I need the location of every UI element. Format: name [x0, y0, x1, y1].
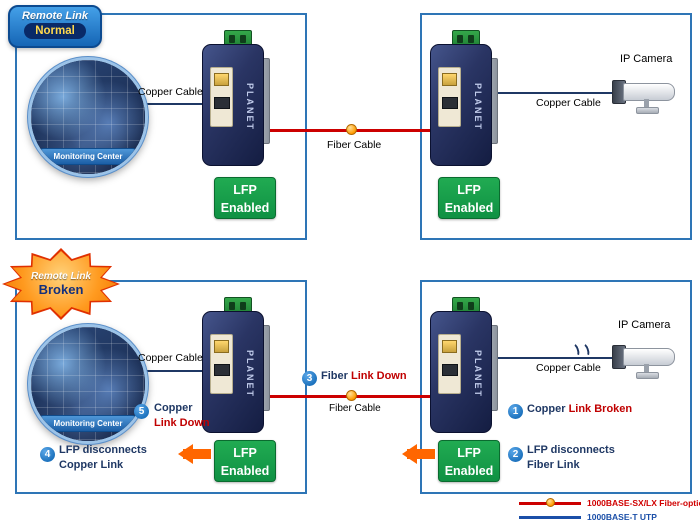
badge-normal-title: Remote Link — [21, 10, 88, 22]
media-converter: PLANET — [430, 297, 500, 433]
step-1-alert: Link Broken — [568, 403, 633, 415]
badge-broken-title: Remote Link — [30, 271, 91, 282]
monitoring-center: Monitoring Center — [28, 57, 148, 177]
copper-cable-label: Copper Cable — [536, 362, 601, 374]
legend-fiber-label: 1000BASE-SX/LX Fiber-optic — [587, 498, 700, 508]
remote-link-broken-badge: Remote Link Broken — [2, 248, 120, 320]
lfp-action-arrow-icon — [178, 444, 211, 464]
step-1-plain: Copper — [527, 403, 566, 415]
starburst-text: Remote Link Broken — [2, 248, 120, 320]
rj45-port — [214, 340, 229, 353]
copper-cable-line-broken — [490, 357, 616, 359]
step-5-text: Copper Link Down — [154, 401, 210, 431]
camera-base — [636, 372, 659, 379]
device-body: PLANET — [202, 44, 264, 166]
step-4-line2: Copper Link — [59, 458, 124, 471]
copper-cable-line — [141, 370, 202, 372]
sfp-slot — [441, 364, 458, 376]
step-3-plain: Fiber — [321, 370, 348, 382]
sfp-slot — [441, 97, 458, 109]
fiber-cable-label: Fiber Cable — [327, 139, 382, 151]
planet-logo: PLANET — [245, 83, 255, 131]
lfp-label-line2: Enabled — [444, 464, 494, 479]
step-4-text: LFP disconnects Copper Link — [59, 443, 147, 473]
copper-cable-label: Copper Cable — [536, 97, 601, 109]
badge-broken-status: Broken — [38, 282, 84, 297]
camera-mount — [644, 99, 649, 108]
lfp-label-line2: Enabled — [444, 201, 494, 216]
device-body: PLANET — [430, 44, 492, 166]
ip-camera-label: IP Camera — [620, 53, 673, 65]
planet-logo: PLANET — [473, 83, 483, 131]
step-3-alert: Link Down — [350, 370, 407, 382]
lfp-label-line2: Enabled — [220, 201, 270, 216]
step-2-text: LFP disconnects Fiber Link — [527, 443, 615, 473]
media-converter: PLANET — [430, 30, 500, 166]
copper-cable-label: Copper Cable — [138, 352, 203, 364]
fiber-connector-dot — [346, 124, 357, 135]
port-panel — [438, 334, 461, 394]
sfp-slot — [213, 97, 230, 109]
ip-camera — [610, 339, 688, 381]
step-1-text: Copper Link Broken — [527, 402, 632, 417]
step-5-alert: Link Down — [154, 416, 210, 429]
planet-logo: PLANET — [245, 350, 255, 398]
copper-cable-label: Copper Cable — [138, 86, 203, 98]
remote-link-normal-badge: Remote Link Normal — [8, 5, 102, 48]
camera-body — [623, 348, 675, 366]
lfp-enabled-badge: LFP Enabled — [214, 440, 276, 482]
step-5-number: 5 — [134, 404, 149, 419]
legend-utp-line — [519, 516, 581, 519]
sfp-slot — [213, 364, 230, 376]
monitoring-center-label: Monitoring Center — [36, 415, 140, 432]
lfp-label-line1: LFP — [233, 183, 257, 197]
ip-camera-label: IP Camera — [618, 319, 671, 331]
step-2-line2: Fiber Link — [527, 458, 580, 471]
copper-cable-line — [141, 103, 202, 105]
camera-base — [636, 107, 659, 114]
lfp-label-line1: LFP — [457, 446, 481, 460]
fiber-cable-line — [258, 395, 432, 398]
rj45-port — [214, 73, 229, 86]
device-body: PLANET — [430, 311, 492, 433]
fiber-connector-dot — [346, 390, 357, 401]
device-body: PLANET — [202, 311, 264, 433]
camera-mount — [644, 364, 649, 373]
rj45-port — [442, 73, 457, 86]
port-panel — [210, 67, 233, 127]
lfp-label-line2: Enabled — [220, 464, 270, 479]
media-converter: PLANET — [202, 30, 272, 166]
port-panel — [210, 334, 233, 394]
badge-normal-status: Normal — [24, 23, 86, 39]
rj45-port — [442, 340, 457, 353]
monitoring-center-label: Monitoring Center — [36, 148, 140, 165]
legend-fiber-dot — [546, 498, 555, 507]
ip-camera — [610, 74, 688, 116]
monitoring-center: Monitoring Center — [28, 324, 148, 444]
lfp-action-arrow-icon — [402, 444, 435, 464]
lfp-label-line1: LFP — [233, 446, 257, 460]
step-3-text: Fiber Link Down — [321, 369, 407, 384]
legend-utp-label: 1000BASE-T UTP — [587, 512, 657, 522]
port-panel — [438, 67, 461, 127]
planet-logo: PLANET — [473, 350, 483, 398]
step-4-number: 4 — [40, 447, 55, 462]
fiber-cable-line — [258, 129, 432, 132]
step-1-number: 1 — [508, 404, 523, 419]
step-3-number: 3 — [302, 371, 317, 386]
lfp-enabled-badge: LFP Enabled — [438, 440, 500, 482]
lfp-label-line1: LFP — [457, 183, 481, 197]
step-2-line1: LFP disconnects — [527, 444, 615, 456]
step-4-line1: LFP disconnects — [59, 444, 147, 456]
media-converter: PLANET — [202, 297, 272, 433]
fiber-cable-label: Fiber Cable — [329, 403, 381, 414]
lfp-enabled-badge: LFP Enabled — [438, 177, 500, 219]
step-5-plain: Copper — [154, 402, 193, 414]
copper-cable-line — [490, 92, 616, 94]
camera-body — [623, 83, 675, 101]
step-2-number: 2 — [508, 447, 523, 462]
lfp-enabled-badge: LFP Enabled — [214, 177, 276, 219]
